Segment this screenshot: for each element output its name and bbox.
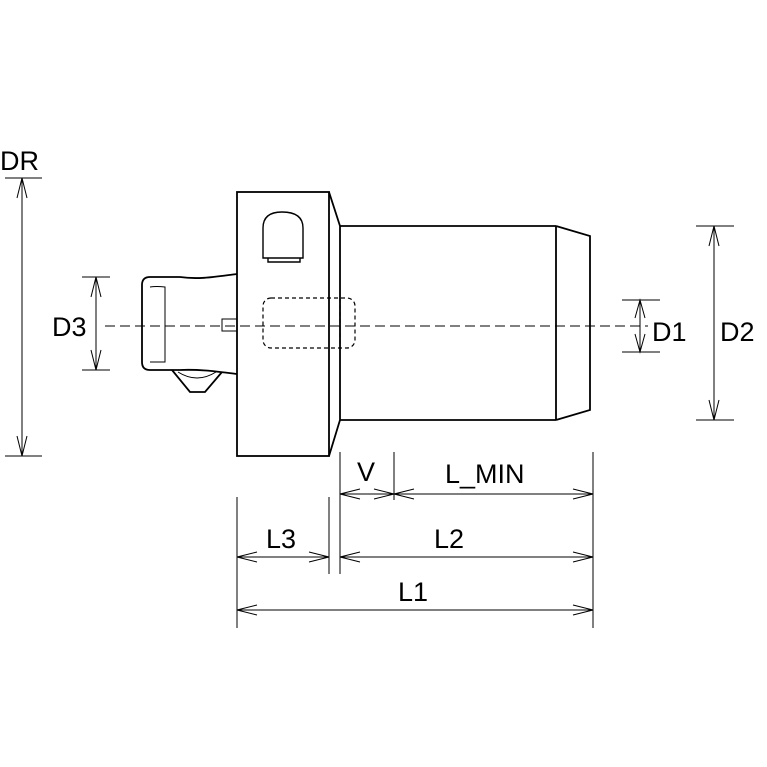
dim-dr: DR [0,146,42,457]
nose [555,225,591,421]
shank [141,273,238,375]
dim-d2: D2 [696,225,755,421]
label-l3: L3 [266,524,296,554]
set-screw [221,318,238,332]
dim-l3: L3 [236,524,330,563]
dim-l2: L2 [339,524,594,563]
hidden-bore [262,297,356,349]
dim-v: V [339,457,395,500]
dim-l1: L1 [236,577,594,616]
flange-block [236,191,330,457]
label-d2: D2 [720,317,755,347]
label-l1: L1 [398,577,428,607]
dim-d3: D3 [52,276,110,371]
retention-notch-inner [177,371,217,379]
tool-holder [105,191,648,457]
dim-d1: D1 [622,298,687,354]
label-l2: L2 [434,524,464,554]
label-d1: D1 [652,317,687,347]
label-l-min: L_MIN [445,459,525,489]
flange-chamfer [328,191,341,457]
retention-notch [171,369,223,393]
label-v: V [357,457,375,487]
dim-l-min: L_MIN [393,459,594,500]
key-slot-detail [267,258,301,263]
label-dr: DR [0,146,39,176]
shank-collar [149,286,166,363]
key-slot [262,211,304,259]
label-d3: D3 [52,312,87,342]
main-body [340,225,557,421]
dimensions: DR D3 D1 D2 [0,146,755,628]
